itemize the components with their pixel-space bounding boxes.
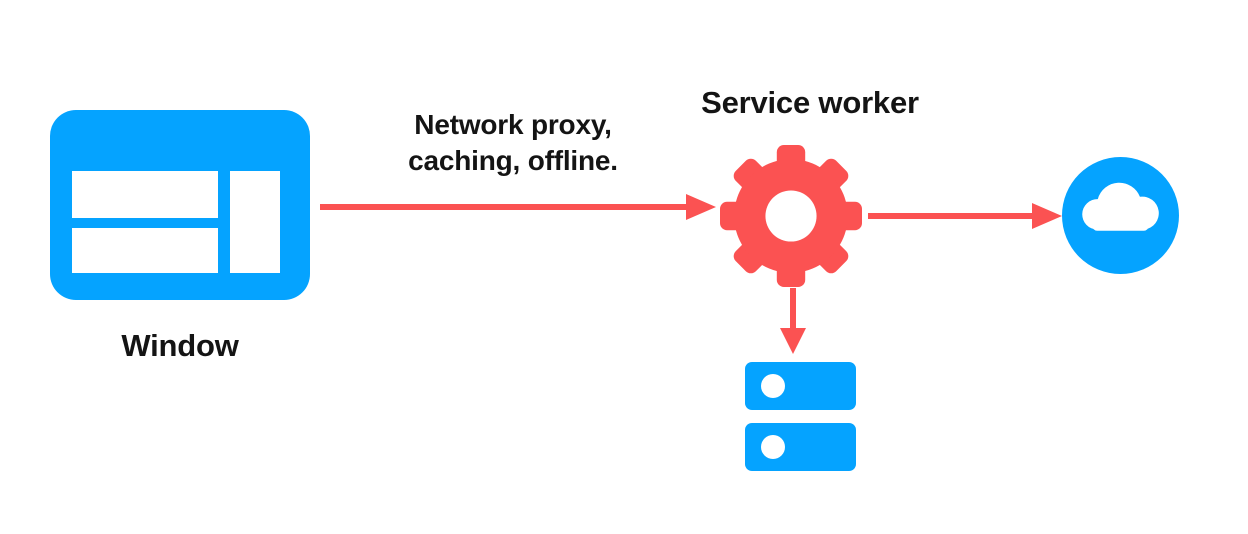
storage-indicator-dot-bottom	[761, 435, 785, 459]
arrow-service-worker-to-cloud	[868, 203, 1062, 229]
window-node-label: Window	[121, 328, 239, 363]
window-pane-bottom	[72, 228, 218, 273]
window-pane-side	[230, 171, 280, 273]
arrow-service-worker-to-storage	[780, 288, 806, 354]
storage-database-icon	[745, 362, 856, 472]
cloud-icon	[1062, 157, 1179, 274]
edge-label-line-1: Network proxy,	[414, 109, 612, 140]
edge-label-network-proxy: Network proxy, caching, offline.	[370, 107, 656, 179]
gear-icon	[720, 145, 862, 287]
browser-window-icon	[50, 110, 310, 300]
storage-bar-top	[745, 362, 856, 410]
edge-label-line-2: caching, offline.	[408, 145, 618, 176]
storage-indicator-dot-top	[761, 374, 785, 398]
arrow-window-to-service-worker	[320, 194, 716, 220]
service-worker-node-label: Service worker	[701, 85, 919, 120]
window-pane-top	[72, 171, 218, 218]
storage-bar-bottom	[745, 423, 856, 471]
